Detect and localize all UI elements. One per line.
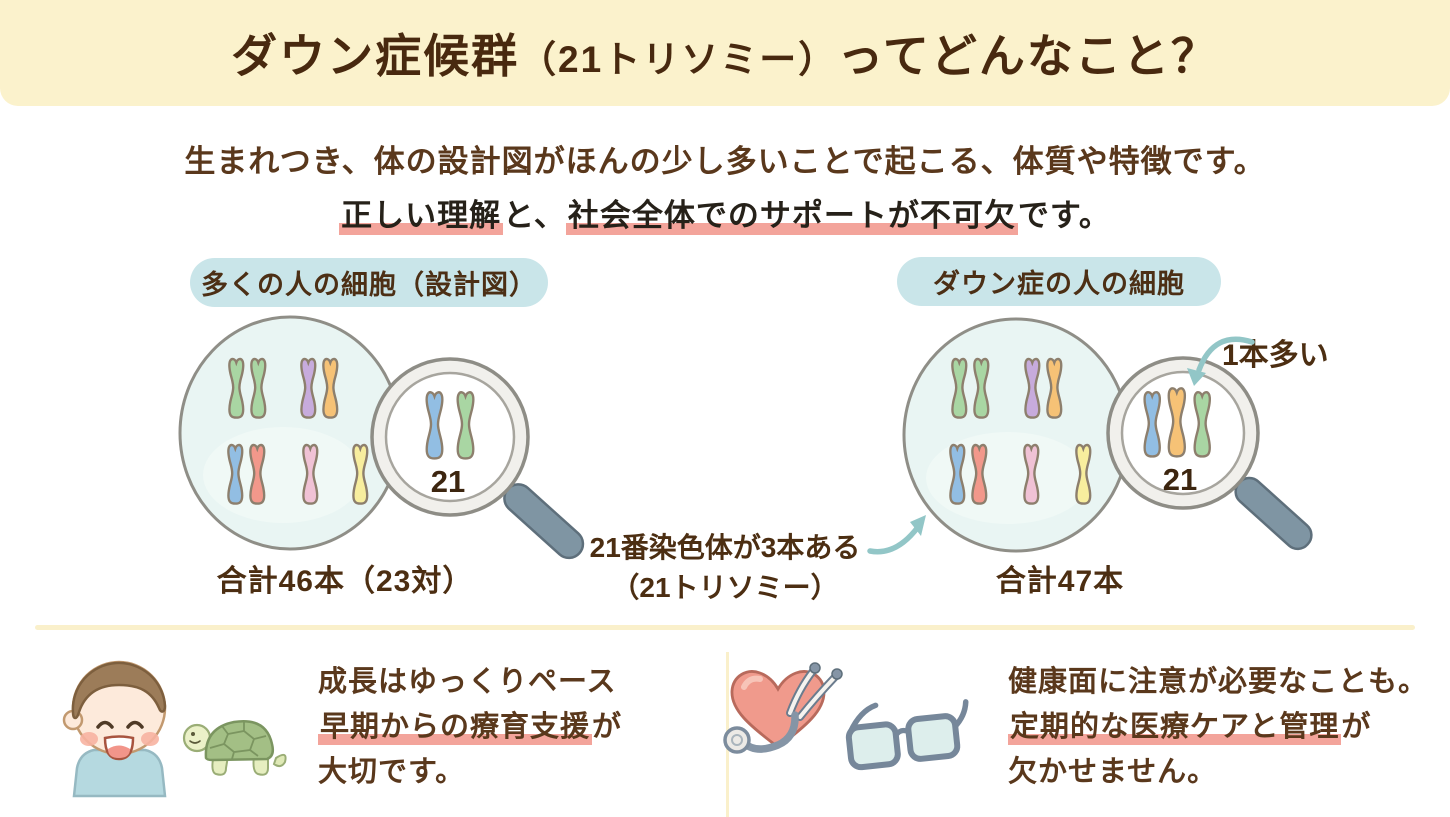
down-cell-total: 合計47本: [995, 565, 1125, 598]
intro-highlight-1: 正しい理解: [339, 198, 504, 236]
down-cell-diagram: 21: [902, 317, 1313, 553]
child-tongue: [108, 745, 130, 758]
health-line1: 健康面に注意が必要なことも。: [1008, 666, 1429, 698]
chromosome-number: 21: [431, 464, 465, 499]
turtle-eye: [191, 732, 195, 736]
child-shirt: [72, 748, 167, 798]
growth-line3: 大切です。: [318, 756, 466, 788]
normal-cell-label: 多くの人の細胞（設計図）: [190, 258, 548, 307]
child-hair: [71, 661, 167, 720]
health-line2: 定期的な医療ケアと管理が: [1008, 705, 1438, 750]
growth-line1: 成長はゆっくりペース: [318, 666, 617, 698]
turtle-leg-back: [252, 754, 269, 776]
magnifying-glass-icon: 21: [370, 357, 585, 560]
health-text: 健康面に注意が必要なことも。 定期的な医療ケアと管理が 欠かせません。: [1008, 660, 1438, 795]
child-illustration: [62, 660, 167, 798]
stethoscope-tube-main: [740, 711, 799, 753]
turtle-shell: [204, 720, 275, 762]
child-eye-right: [126, 720, 144, 729]
glasses-lens-left: [845, 721, 901, 771]
stethoscope-tube-right-inner: [798, 675, 837, 719]
arrow-head: [1187, 368, 1206, 386]
intro-plain-2: です。: [1017, 198, 1111, 233]
turtle-smile: [189, 740, 201, 744]
growth-line2-tail: が: [592, 711, 623, 743]
glasses-illustration: [845, 699, 969, 771]
title-tail: ってどんなこと？: [837, 30, 1219, 82]
cell-watercolor-patch: [926, 432, 1090, 524]
health-line2-tail: が: [1341, 711, 1372, 743]
arrow-head: [910, 515, 926, 536]
magnifier-lens: [384, 371, 516, 503]
down-cell-label: ダウン症の人の細胞: [897, 257, 1221, 306]
growth-text: 成長はゆっくりペース 早期からの療育支援が 大切です。: [318, 660, 718, 795]
curved-arrow-icon: [867, 515, 926, 555]
normal-cell-total: 合計46本（23対）: [216, 565, 474, 598]
stethoscope-eartip: [831, 668, 843, 680]
child-eye-left: [96, 720, 114, 729]
growth-line2: 早期からの療育支援が: [318, 705, 718, 750]
child-cheek-left: [80, 732, 98, 746]
magnifier-handle: [1234, 476, 1313, 551]
horizontal-divider: [35, 625, 1415, 630]
intro-line2: 正しい理解と、社会全体でのサポートが不可欠です。: [0, 190, 1450, 236]
turtle-tail: [272, 753, 287, 768]
growth-highlight: 早期からの療育支援: [318, 711, 593, 746]
trisomy-note: 21番染色体が3本ある （21トリソミー）: [575, 528, 875, 608]
glasses-lens-right: [905, 713, 961, 762]
intro-highlight-2: 社会全体でのサポートが不可欠: [565, 198, 1018, 236]
glasses-frame: [845, 699, 969, 771]
title-paren: （21トリソミー）: [519, 39, 838, 80]
curved-arrow-icon: [1187, 336, 1255, 386]
heart-highlight: [741, 675, 763, 690]
stethoscope-tube-left-inner: [788, 669, 815, 715]
heart-stethoscope-illustration: [723, 662, 843, 754]
stethoscope-chestpiece-inner: [731, 734, 743, 746]
arrow-line: [867, 524, 921, 555]
arrow-line: [1196, 336, 1255, 373]
turtle-shell-pattern: [209, 722, 267, 760]
health-highlight: 定期的な医療ケアと管理: [1008, 711, 1342, 746]
stethoscope-eartip: [809, 662, 821, 674]
trisomy-note-line2: （21トリソミー）: [611, 572, 839, 603]
normal-cell-diagram: 21: [178, 315, 585, 560]
health-line3: 欠かせません。: [1008, 756, 1218, 788]
intro-line1: 生まれつき、体の設計図がほんの少し多いことで起こる、体質や特徴です。: [184, 144, 1266, 179]
intro-plain-1: と、: [503, 198, 566, 233]
title-main: ダウン症候群: [231, 30, 520, 82]
page-title: ダウン症候群（21トリソミー）ってどんなこと？: [231, 20, 1219, 86]
chromosome-number: 21: [1163, 462, 1197, 497]
child-cheek-right: [141, 732, 159, 746]
turtle-illustration: [182, 720, 287, 776]
extra-chromosome-note: 1本多い: [1222, 339, 1329, 372]
glasses-bridge: [893, 728, 912, 738]
magnifying-glass-icon: 21: [1106, 356, 1313, 551]
cell-watercolor-patch: [203, 427, 363, 523]
header-banner: ダウン症候群（21トリソミー）ってどんなこと？: [0, 0, 1450, 106]
trisomy-note-line1: 21番染色体が3本ある: [589, 532, 861, 563]
stethoscope-chestpiece: [723, 726, 751, 754]
